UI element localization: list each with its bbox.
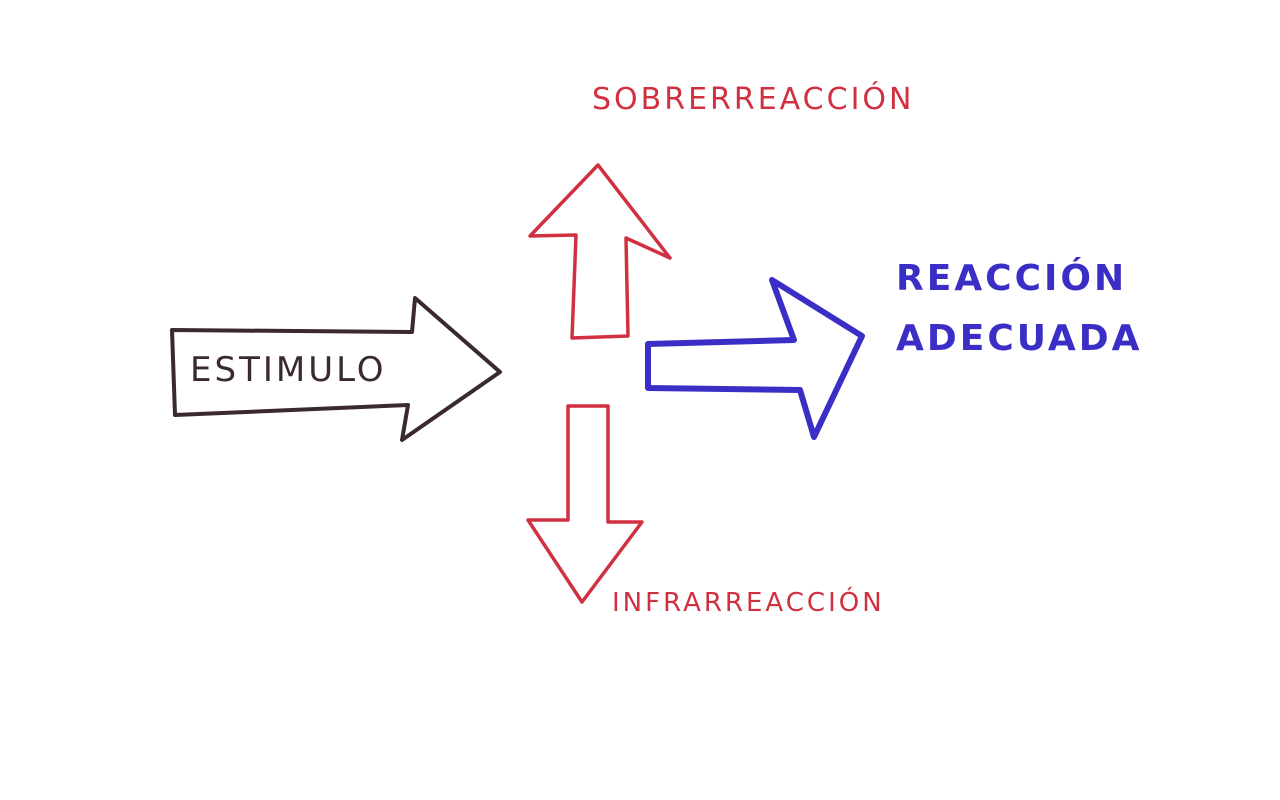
overreaction-label: SOBRERREACCIÓN — [592, 82, 915, 117]
adequate-reaction-label-line2: ADECUADA — [896, 318, 1143, 359]
overreaction-arrow-up — [528, 163, 672, 340]
adequate-reaction-label-line1: REACCIÓN — [896, 258, 1128, 299]
stimulus-label: ESTIMULO — [190, 350, 387, 390]
underreaction-arrow-down — [526, 404, 644, 604]
stimulus-arrow — [170, 296, 502, 442]
adequate-reaction-arrow-right — [645, 277, 865, 440]
underreaction-label: INFRARREACCIÓN — [612, 588, 885, 618]
